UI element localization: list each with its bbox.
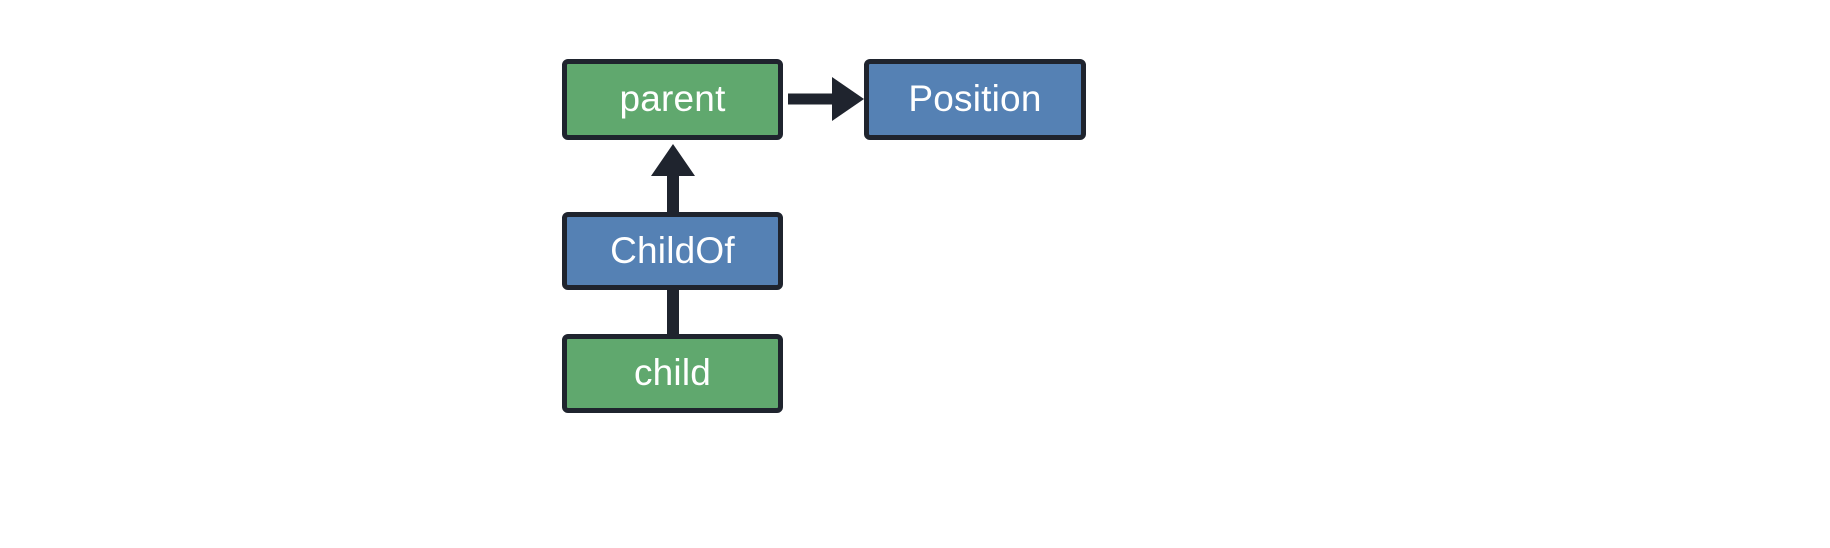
node-childof[interactable]: ChildOf — [562, 212, 783, 290]
edge-childof-to-parent — [651, 144, 695, 212]
node-childof-label: ChildOf — [610, 229, 735, 271]
node-child[interactable]: child — [562, 334, 783, 413]
node-parent[interactable]: parent — [562, 59, 783, 140]
node-position[interactable]: Position — [864, 59, 1086, 140]
arrowhead-up-icon — [651, 144, 695, 176]
arrowhead-right-icon — [832, 77, 864, 121]
edge-parent-to-position — [788, 77, 864, 121]
node-position-label: Position — [908, 78, 1042, 119]
node-child-label: child — [633, 352, 712, 393]
node-parent-label: parent — [619, 78, 726, 119]
